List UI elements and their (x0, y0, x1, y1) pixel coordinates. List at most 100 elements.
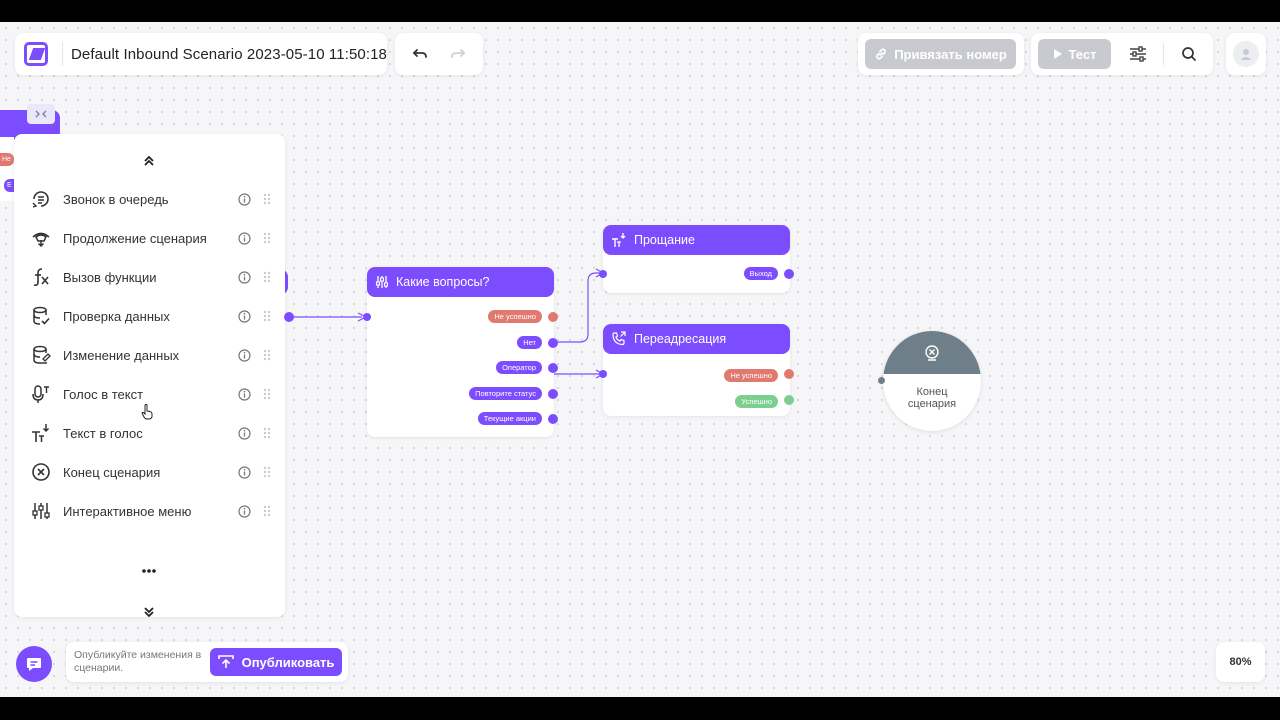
sidebar-item-label: Голос в текст (63, 386, 144, 402)
sidebar-item-label: Текст в голос (63, 425, 143, 441)
output-port[interactable] (548, 389, 558, 399)
input-port[interactable] (878, 377, 885, 384)
blocks-sidebar: Звонок в очередь Продолжение сценария Вы… (14, 134, 285, 619)
drag-handle-icon[interactable] (263, 388, 271, 400)
scroll-down-icon[interactable] (142, 605, 156, 619)
input-port[interactable] (599, 370, 607, 378)
end-node-label-line: Конец (916, 386, 948, 398)
bind-number-label: Привязать номер (894, 46, 1007, 62)
sidebar-item-label: Звонок в очередь (63, 191, 169, 207)
drag-handle-icon[interactable] (263, 193, 271, 205)
sidebar-item-label: Проверка данных (63, 308, 170, 324)
scroll-up-icon[interactable] (142, 154, 156, 168)
avatar[interactable] (1233, 41, 1259, 67)
bind-number-button[interactable]: Привязать номер (865, 39, 1016, 69)
test-label: Тест (1068, 46, 1097, 62)
drag-handle-icon[interactable] (263, 310, 271, 322)
sidebar-item-queue-call[interactable]: Звонок в очередь (28, 184, 278, 214)
chat-button[interactable] (16, 646, 52, 682)
input-port[interactable] (363, 313, 371, 321)
output-label: Выход (743, 267, 778, 280)
drag-handle-icon[interactable] (263, 505, 271, 517)
collapse-arrows-icon (35, 110, 47, 118)
info-icon[interactable] (238, 270, 251, 284)
info-icon[interactable] (238, 192, 251, 206)
info-icon[interactable] (238, 465, 251, 479)
output-label: Не успешно (488, 310, 542, 323)
sidebar-item-label: Продолжение сценария (63, 230, 207, 246)
upload-icon (217, 655, 234, 669)
bind-number-panel: Привязать номер (858, 33, 1024, 75)
end-scenario-icon (924, 345, 940, 361)
sidebar-item-end-scenario[interactable]: Конец сценария (28, 457, 278, 487)
output-port[interactable] (784, 269, 794, 279)
scenario-continue-icon (30, 227, 52, 249)
menu-node-header[interactable]: Какие вопросы? (367, 267, 554, 297)
collapse-sidebar-tab[interactable] (27, 104, 55, 124)
sidebar-item-data-edit[interactable]: Изменение данных (28, 340, 278, 370)
drag-handle-icon[interactable] (263, 466, 271, 478)
data-check-icon (30, 305, 52, 327)
farewell-node[interactable]: Прощание Выход (603, 225, 790, 293)
sidebar-item-data-check[interactable]: Проверка данных (28, 301, 278, 331)
drag-handle-icon[interactable] (263, 232, 271, 244)
output-port[interactable] (784, 369, 794, 379)
redirect-node[interactable]: Переадресация Не успешно Успешно (603, 324, 790, 416)
sidebar-item-voice-to-text[interactable]: Голос в текст (28, 379, 278, 409)
sidebar-item-label: Вызов функции (63, 269, 157, 285)
test-button[interactable]: Тест (1038, 39, 1111, 69)
input-port[interactable] (599, 270, 607, 278)
title-divider (61, 42, 63, 66)
info-icon[interactable] (238, 504, 251, 518)
undo-icon[interactable] (411, 45, 429, 63)
menu-node[interactable]: Какие вопросы? Не успешно Нет Оператор П… (367, 267, 554, 437)
redirect-node-header[interactable]: Переадресация (603, 324, 790, 354)
output-port[interactable] (548, 414, 558, 424)
sidebar-item-text-to-voice[interactable]: Текст в голос (28, 418, 278, 448)
sidebar-item-label: Интерактивное меню (63, 503, 192, 519)
end-scenario-node[interactable]: Конец сценария (883, 331, 981, 431)
drag-handle-icon[interactable] (263, 349, 271, 361)
publish-hint: Опубликуйте изменения в сценарии. (74, 649, 202, 674)
output-label: Не успешно (724, 369, 778, 382)
output-port[interactable] (284, 312, 294, 322)
chat-icon (27, 658, 41, 671)
end-scenario-icon (30, 461, 52, 483)
info-icon[interactable] (238, 231, 251, 245)
info-icon[interactable] (238, 426, 251, 440)
output-label: Текущие акции (477, 412, 542, 425)
output-port[interactable] (548, 338, 558, 348)
info-icon[interactable] (238, 387, 251, 401)
output-port[interactable] (784, 395, 794, 405)
scenario-canvas[interactable]: Не Е Default Inbound Scenario 2023-05-10… (0, 22, 1280, 697)
info-icon[interactable] (238, 348, 251, 362)
sidebar-item-scenario-continue[interactable]: Продолжение сценария (28, 223, 278, 253)
settings-sliders-icon[interactable] (1129, 46, 1147, 62)
sidebar-item-label: Конец сценария (63, 464, 161, 480)
drag-handle-icon[interactable] (263, 427, 271, 439)
publish-button[interactable]: Опубликовать (210, 648, 342, 676)
farewell-node-title: Прощание (634, 233, 695, 247)
test-panel: Тест (1031, 33, 1213, 75)
output-port[interactable] (548, 312, 558, 322)
farewell-node-header[interactable]: Прощание (603, 225, 790, 255)
menu-node-title: Какие вопросы? (396, 275, 490, 289)
end-node-header (883, 331, 981, 374)
app-logo[interactable] (24, 42, 48, 66)
drag-handle-icon[interactable] (263, 271, 271, 283)
info-icon[interactable] (238, 309, 251, 323)
data-edit-icon (30, 344, 52, 366)
output-port[interactable] (548, 363, 558, 373)
redo-icon[interactable] (449, 45, 467, 63)
sidebar-item-function[interactable]: Вызов функции (28, 262, 278, 292)
publish-panel: Опубликуйте изменения в сценарии. Опубли… (66, 642, 348, 682)
search-icon[interactable] (1181, 46, 1197, 62)
text-to-voice-icon (611, 232, 627, 248)
sidebar-item-interactive-menu[interactable]: Интерактивное меню (28, 496, 278, 526)
interactive-menu-icon (30, 500, 52, 522)
interactive-menu-icon (375, 275, 389, 289)
zoom-level[interactable]: 80% (1216, 642, 1265, 682)
scenario-title[interactable]: Default Inbound Scenario 2023-05-10 11:5… (70, 45, 387, 63)
publish-label: Опубликовать (241, 654, 335, 670)
more-icon[interactable] (141, 568, 157, 574)
